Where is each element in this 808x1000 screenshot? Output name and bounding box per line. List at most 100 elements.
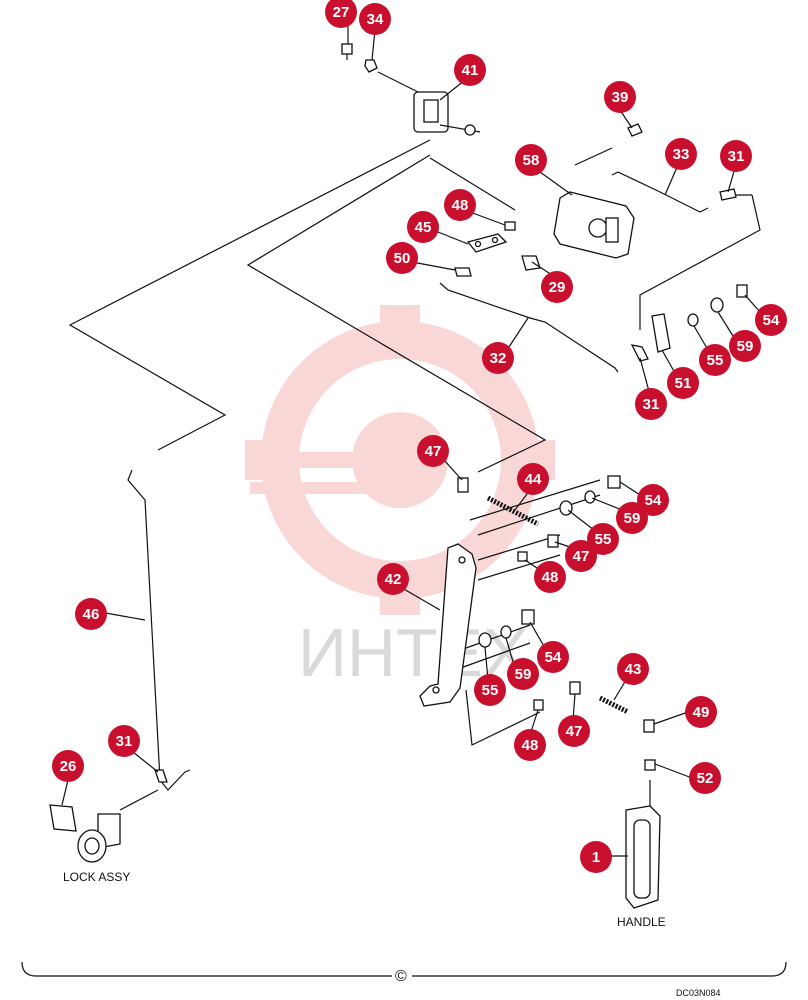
callout-31-mid: 31 <box>635 388 667 420</box>
washer-55-a <box>687 313 699 327</box>
svg-text:39: 39 <box>612 89 629 106</box>
clip-34 <box>364 59 378 73</box>
callout-29: 29 <box>541 271 573 303</box>
svg-text:42: 42 <box>385 571 402 588</box>
callout-32: 32 <box>482 342 514 374</box>
callouts: 27 34 41 39 58 33 31 48 45 50 29 54 59 5… <box>52 0 787 873</box>
svg-text:29: 29 <box>549 279 566 296</box>
svg-text:44: 44 <box>525 471 542 488</box>
callout-45: 45 <box>407 211 439 243</box>
callout-55-top: 55 <box>699 344 731 376</box>
plate-45 <box>466 233 508 253</box>
bolt-52 <box>644 759 656 771</box>
washer-55-c <box>478 632 492 648</box>
callout-41: 41 <box>454 54 486 86</box>
svg-text:59: 59 <box>515 666 532 683</box>
svg-text:27: 27 <box>333 4 350 21</box>
svg-text:46: 46 <box>83 606 100 623</box>
lever-51 <box>651 313 671 353</box>
callout-52: 52 <box>689 762 721 794</box>
rod-43 <box>598 695 630 715</box>
svg-text:55: 55 <box>595 531 612 548</box>
svg-text:55: 55 <box>707 352 724 369</box>
svg-text:47: 47 <box>573 548 590 565</box>
washer-59-c <box>500 625 512 639</box>
callout-59-mid: 59 <box>616 502 648 534</box>
svg-text:59: 59 <box>737 338 754 355</box>
callout-43: 43 <box>617 653 649 685</box>
svg-text:54: 54 <box>763 312 780 329</box>
callout-50: 50 <box>386 242 418 274</box>
callout-31-low: 31 <box>108 725 140 757</box>
bolt-54-a <box>736 284 748 298</box>
bottom-frame <box>21 961 787 977</box>
lock-assy-label: LOCK ASSY <box>63 870 130 884</box>
callout-44: 44 <box>517 463 549 495</box>
svg-text:48: 48 <box>542 569 559 586</box>
svg-text:49: 49 <box>693 704 710 721</box>
washer-59-b <box>584 490 596 504</box>
svg-text:54: 54 <box>645 492 662 509</box>
svg-text:50: 50 <box>394 250 411 267</box>
callout-48-top: 48 <box>444 189 476 221</box>
callout-1: 1 <box>580 841 612 873</box>
callout-26: 26 <box>52 750 84 782</box>
svg-text:41: 41 <box>462 62 479 79</box>
callout-27: 27 <box>325 0 357 28</box>
callout-54-top: 54 <box>755 304 787 336</box>
callout-59-low: 59 <box>507 658 539 690</box>
washer-59-a <box>710 297 724 313</box>
rod-33 <box>611 171 709 213</box>
bolt-47-mid <box>547 534 559 548</box>
clip-50 <box>454 267 472 277</box>
svg-text:51: 51 <box>675 375 692 392</box>
svg-text:34: 34 <box>367 11 384 28</box>
svg-text:48: 48 <box>522 737 539 754</box>
handle-1 <box>625 805 661 909</box>
linkage-lines <box>68 71 761 811</box>
callout-51: 51 <box>667 367 699 399</box>
svg-text:33: 33 <box>673 146 690 163</box>
bolt-54-c <box>521 609 535 625</box>
callout-58: 58 <box>515 144 547 176</box>
nut-48-top <box>504 221 516 231</box>
svg-text:26: 26 <box>60 758 77 775</box>
svg-text:32: 32 <box>490 350 507 367</box>
callout-55-mid: 55 <box>587 523 619 555</box>
clip-29 <box>521 255 541 271</box>
callout-54-mid: 54 <box>637 484 669 516</box>
rod-44 <box>486 495 540 527</box>
rod-32 <box>439 282 619 373</box>
handle-label: HANDLE <box>617 915 666 929</box>
svg-text:52: 52 <box>697 770 714 787</box>
svg-text:31: 31 <box>116 733 133 750</box>
lock-26 <box>49 804 121 863</box>
bolt-47-low <box>569 681 581 695</box>
latch-41 <box>413 91 481 136</box>
callout-34: 34 <box>359 3 391 35</box>
callout-33: 33 <box>665 138 697 170</box>
callout-55-low: 55 <box>474 674 506 706</box>
clip-31-mid <box>630 344 649 362</box>
callout-47-mid: 47 <box>565 540 597 572</box>
callout-48-low: 48 <box>514 729 546 761</box>
svg-text:47: 47 <box>425 443 442 460</box>
callout-47-low: 47 <box>558 715 590 747</box>
bolt-54-b <box>607 475 621 489</box>
callout-59-top: 59 <box>729 330 761 362</box>
callout-49: 49 <box>685 696 717 728</box>
nut-48-low <box>533 699 544 711</box>
svg-text:31: 31 <box>643 396 660 413</box>
svg-text:45: 45 <box>415 219 432 236</box>
drawing-code: DC03N084 <box>676 988 721 998</box>
svg-text:31: 31 <box>728 148 745 165</box>
svg-text:1: 1 <box>592 849 600 866</box>
bolt-47-top <box>457 477 469 493</box>
callout-46: 46 <box>75 598 107 630</box>
bolt-27 <box>341 43 353 60</box>
callout-31-top: 31 <box>720 140 752 172</box>
washer-55-b <box>559 500 573 516</box>
svg-text:43: 43 <box>625 661 642 678</box>
callout-42: 42 <box>377 563 409 595</box>
